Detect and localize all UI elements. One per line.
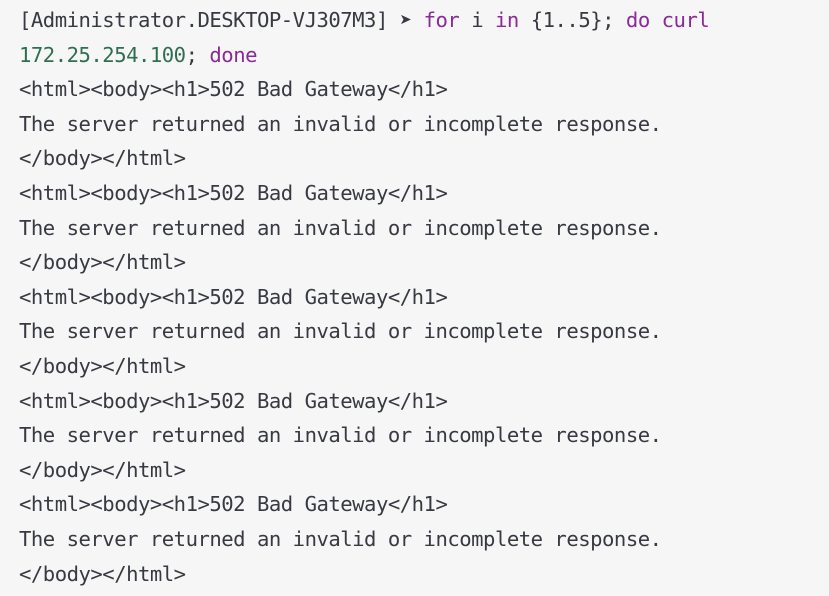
output-line: The server returned an invalid or incomp…	[19, 215, 662, 240]
output-line: <html><body><h1>502 Bad Gateway</h1>	[19, 77, 448, 102]
output-line: </body></html>	[19, 146, 186, 171]
output-line: </body></html>	[19, 457, 186, 482]
keyword-done: done	[209, 42, 258, 67]
output-line: </body></html>	[19, 561, 186, 586]
command-semicolon: ;	[185, 42, 198, 67]
loop-variable: i	[471, 8, 484, 32]
prompt-arrow-icon: ➤	[399, 8, 412, 32]
prompt-user-host: [Administrator.DESKTOP-VJ307M3]	[19, 8, 388, 32]
keyword-for: for	[423, 8, 460, 32]
keyword-curl: curl	[661, 8, 710, 32]
output-line: <html><body><h1>502 Bad Gateway</h1>	[19, 388, 448, 413]
command-line-1: [Administrator.DESKTOP-VJ307M3] ➤ for i …	[19, 3, 829, 38]
ip-address: 172.25.254.100	[19, 42, 186, 67]
keyword-do: do	[625, 8, 650, 32]
keyword-in: in	[495, 8, 519, 32]
output-line: The server returned an invalid or incomp…	[19, 319, 662, 344]
output-line: <html><body><h1>502 Bad Gateway</h1>	[19, 180, 448, 205]
output-line: The server returned an invalid or incomp…	[19, 423, 662, 448]
output-line: The server returned an invalid or incomp…	[19, 526, 662, 551]
output-line: </body></html>	[19, 250, 186, 275]
output-line: <html><body><h1>502 Bad Gateway</h1>	[19, 284, 448, 309]
output-line: </body></html>	[19, 353, 186, 378]
loop-range: {1..5};	[530, 8, 615, 32]
output-line: <html><body><h1>502 Bad Gateway</h1>	[19, 492, 448, 517]
command-line-2: 172.25.254.100; done	[19, 38, 829, 73]
output-line: The server returned an invalid or incomp…	[19, 111, 662, 136]
